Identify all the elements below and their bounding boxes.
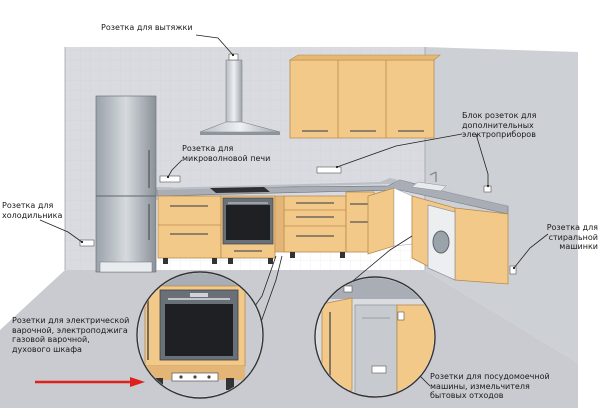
sink	[411, 181, 447, 192]
range-hood	[199, 59, 281, 135]
label-hob-oven-outlets: Розетки для электрической варочной, элек…	[12, 316, 130, 354]
washer-outlet	[509, 265, 517, 275]
label-dishwasher-outlets: Розетки для посудомоечной машины, измель…	[430, 372, 550, 400]
open-cabinet-door	[367, 187, 395, 255]
upper-cabinets	[288, 54, 441, 139]
label-outlet-block: Блок розеток для дополнительных электроп…	[462, 111, 537, 139]
block-outlet	[316, 166, 342, 174]
label-hood-outlet: Розетка для вытяжки	[101, 23, 193, 32]
hob	[210, 187, 270, 193]
fridge-outlet	[79, 239, 95, 247]
hood-outlet	[228, 53, 239, 61]
label-microwave-outlet: Розетка для микроволновой печи	[182, 144, 271, 163]
extra-outlet	[483, 185, 492, 193]
outlets	[79, 53, 517, 275]
oven-zoom-circle	[136, 271, 264, 399]
leader-lines	[39, 34, 549, 387]
label-fridge-outlet: Розетка для холодильника	[2, 201, 63, 220]
microwave-outlet	[159, 175, 181, 183]
red-arrow	[35, 377, 145, 387]
label-washer-outlet: Розетка для стиральной машинки	[546, 223, 598, 251]
countertop	[156, 171, 510, 215]
lower-cabinets	[157, 187, 509, 285]
dishwasher-zoom-circle	[314, 276, 436, 398]
refrigerator	[95, 95, 157, 273]
